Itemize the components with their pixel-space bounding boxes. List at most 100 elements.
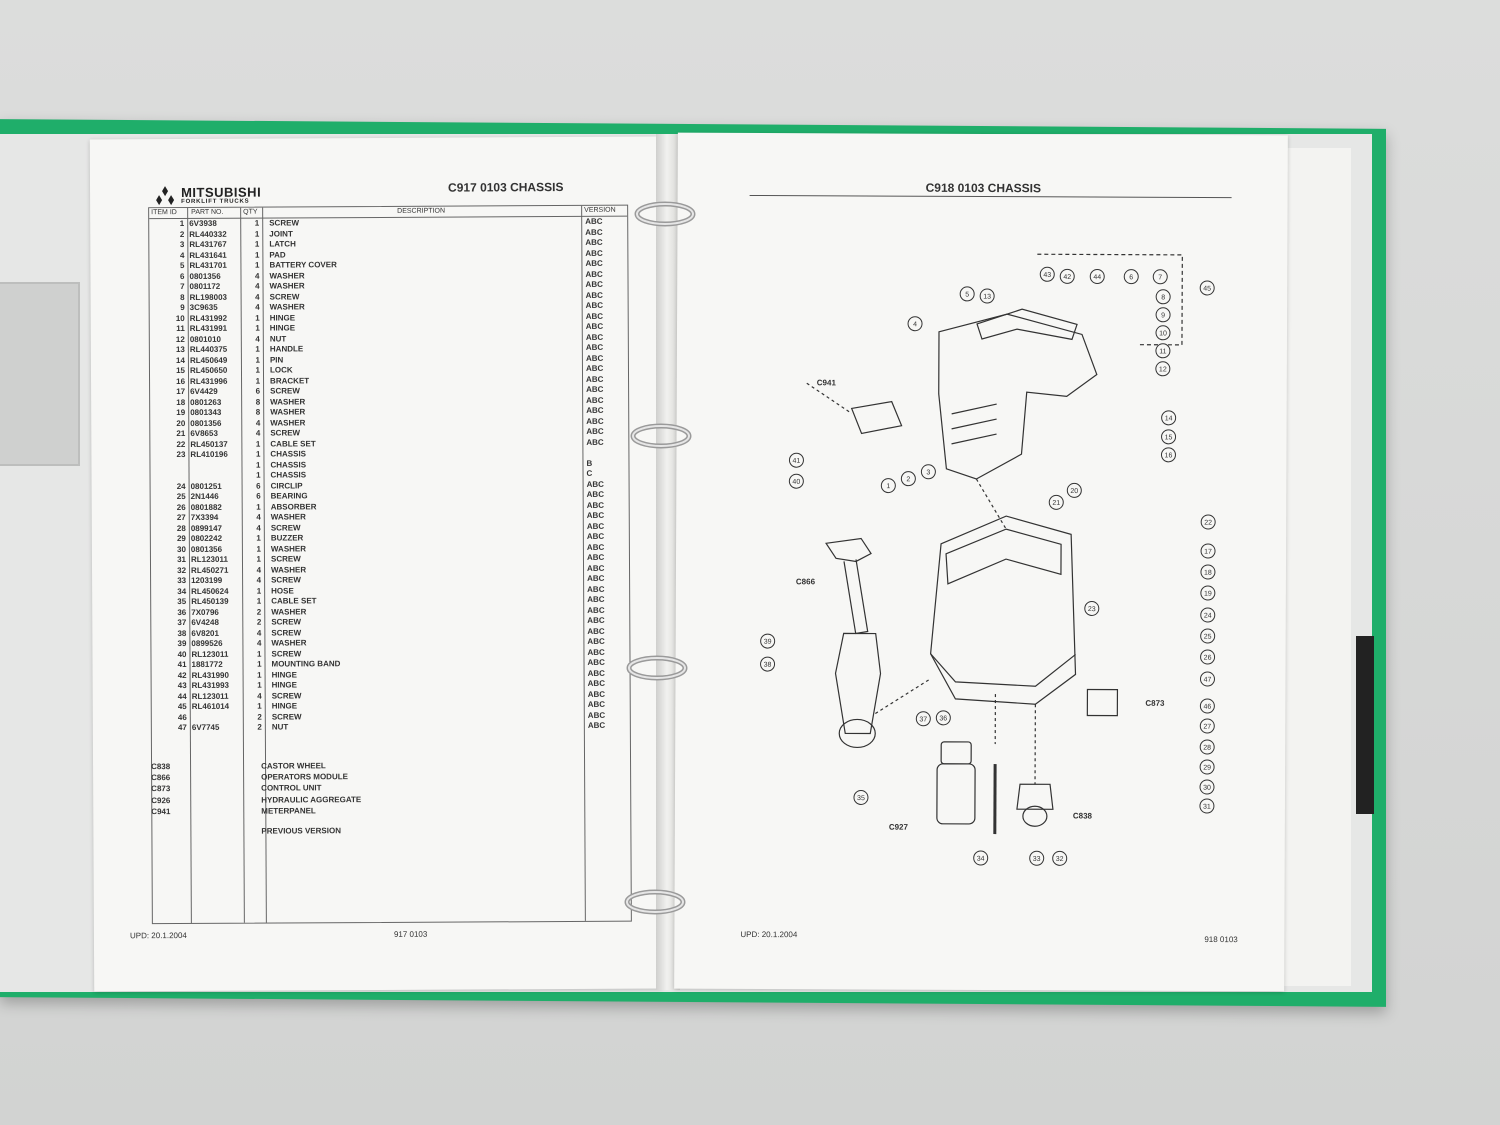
part-no-cell: 6V4429 [190, 386, 218, 396]
svg-text:36: 36 [939, 715, 947, 722]
svg-text:1: 1 [886, 483, 890, 490]
description-cell: HINGE [271, 669, 297, 680]
description-cell: SCREW [269, 291, 300, 302]
qty-cell: 1 [254, 229, 260, 239]
qty-cell: 2 [256, 607, 262, 617]
version-cell: ABC [586, 479, 604, 489]
description-cell: WASHER [269, 270, 305, 281]
version-cell: ABC [586, 563, 605, 573]
svg-text:45: 45 [1203, 286, 1211, 293]
qty-cell: 4 [256, 575, 262, 585]
item-id-cell: 31 [177, 554, 186, 565]
description-cell: WASHER [271, 606, 307, 617]
brand-subtitle: FORKLIFT TRUCKS [181, 198, 250, 205]
qty-cell: 4 [256, 638, 262, 648]
part-no-cell: RL431996 [190, 376, 228, 386]
castor-bracket-shape [1016, 783, 1054, 810]
part-no-cell: RL431990 [191, 670, 229, 680]
description-cell: LATCH [269, 239, 296, 249]
qty-cell: 1 [256, 460, 261, 470]
description-cell: CHASSIS [270, 470, 307, 480]
qty-cell: 1 [255, 365, 261, 375]
qty-cell: 1 [255, 313, 260, 323]
qty-cell: 2 [256, 617, 262, 627]
item-id-cell: 36 [177, 607, 187, 617]
module-name: HYDRAULIC AGGREGATE [261, 794, 362, 805]
item-id-cell: 4 [179, 250, 185, 260]
part-no-cell: 6V3938 [189, 218, 217, 228]
callout-31: 31 [1199, 798, 1215, 814]
part-no-cell: 0801882 [190, 502, 222, 512]
callout-28: 28 [1199, 739, 1215, 755]
item-id-cell: 13 [175, 344, 185, 355]
svg-text:39: 39 [764, 639, 772, 646]
description-cell: ABSORBER [270, 501, 317, 512]
svg-text:40: 40 [792, 479, 800, 486]
part-no-cell: 0801356 [190, 418, 222, 428]
meterpanel-shape [850, 400, 903, 435]
callout-9: 9 [1155, 307, 1171, 323]
part-no-cell: RL123011 [191, 649, 229, 659]
callout-47: 47 [1199, 671, 1215, 687]
description-cell: WASHER [270, 417, 306, 428]
qty-cell: 2 [257, 712, 262, 722]
part-no-cell: 0801010 [189, 334, 221, 344]
item-id-cell: 5 [179, 260, 185, 271]
qty-cell: 2 [257, 722, 262, 732]
part-no-cell: RL450649 [189, 355, 228, 365]
part-no-cell: RL440332 [189, 229, 227, 239]
version-cell: ABC [586, 510, 605, 520]
svg-text:7: 7 [1158, 274, 1162, 281]
description-cell: CIRCLIP [270, 480, 303, 491]
module-name: CASTOR WHEEL [261, 761, 326, 771]
description-cell: SCREW [270, 554, 301, 564]
callout-43: 43 [1039, 266, 1055, 282]
qty-cell: 4 [255, 281, 260, 291]
item-id-cell: 21 [176, 428, 186, 439]
qty-cell: 4 [256, 628, 262, 638]
svg-text:31: 31 [1203, 804, 1211, 811]
item-id-cell: 34 [177, 586, 187, 596]
qty-cell: 1 [256, 544, 261, 554]
version-cell: ABC [585, 300, 604, 310]
part-no-cell: RL450139 [191, 596, 229, 606]
part-no-cell: RL123011 [190, 554, 228, 564]
svg-text:16: 16 [1165, 452, 1173, 459]
description-cell: HINGE [271, 701, 298, 711]
description-cell: WASHER [269, 281, 305, 291]
module-code: C866 [151, 773, 171, 783]
item-id-cell: 35 [177, 596, 187, 607]
chassis-base-shape [930, 653, 1076, 687]
battery-cover-shape [938, 313, 1098, 480]
module-name: METERPANEL [261, 806, 316, 816]
version-cell: ABC [585, 342, 604, 352]
svg-text:27: 27 [1203, 724, 1211, 731]
qty-cell: 4 [255, 428, 261, 438]
item-id-cell: 12 [175, 334, 185, 344]
description-cell: LOCK [269, 365, 293, 375]
module-code: C941 [151, 806, 171, 816]
callout-40: 40 [788, 473, 804, 489]
part-no-cell: 7X3394 [190, 512, 219, 522]
callout-26: 26 [1200, 649, 1216, 665]
part-no-cell: 7X0796 [191, 607, 219, 617]
version-cell: B [586, 458, 593, 468]
svg-text:32: 32 [1056, 856, 1064, 863]
callout-18: 18 [1200, 564, 1216, 580]
qty-cell: 1 [256, 596, 262, 606]
description-cell: SCREW [271, 627, 302, 638]
module-name: OPERATORS MODULE [261, 772, 348, 782]
qty-cell: 1 [254, 218, 260, 228]
svg-text:30: 30 [1203, 785, 1211, 792]
item-id-cell: 6 [180, 271, 185, 281]
item-id-cell: 18 [176, 397, 186, 407]
callout-17: 17 [1200, 543, 1216, 559]
description-cell: HINGE [269, 312, 296, 323]
item-id-cell: 15 [176, 365, 186, 376]
callout-38: 38 [760, 656, 776, 672]
item-id-cell: 26 [176, 502, 186, 512]
callout-3: 3 [920, 464, 936, 480]
castor-wheel-shape [1022, 805, 1048, 827]
qty-cell: 4 [255, 302, 260, 312]
part-no-cell: 6V8201 [191, 628, 219, 638]
